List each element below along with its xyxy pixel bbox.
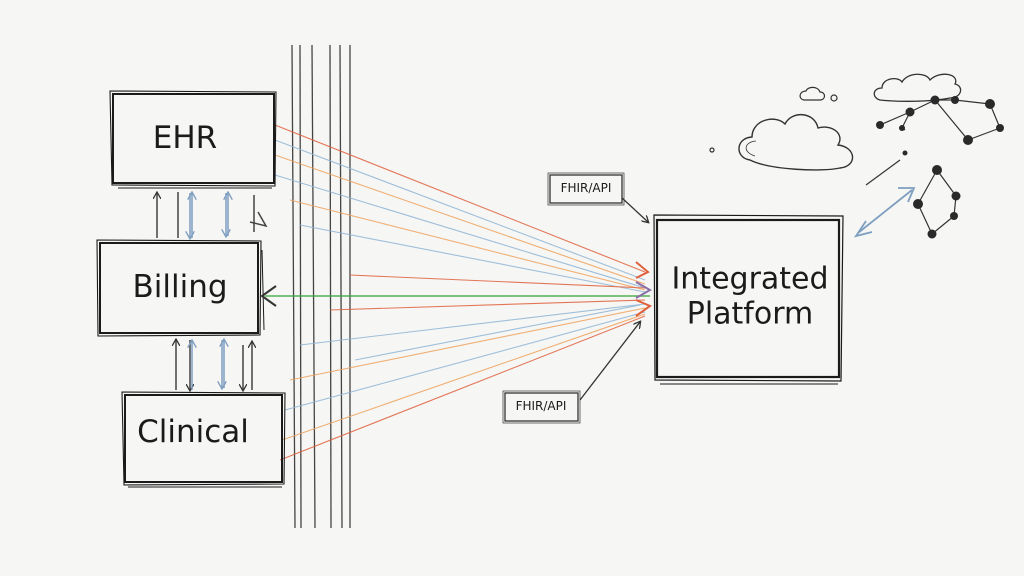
network-nodes (876, 95, 1004, 239)
platform-box-shape (653, 214, 844, 385)
tag-bottom-pointer (579, 322, 640, 401)
tag-top-shape (547, 172, 625, 206)
fhir-api-tag-bottom: FHIR/API (515, 399, 567, 414)
cloud-link-arrow (853, 187, 916, 238)
cloud-large (738, 114, 854, 171)
clinical-label: Clinical (137, 414, 249, 451)
clinical-box-shape (121, 391, 286, 488)
platform-label-line2: Platform (686, 296, 814, 331)
billing-box-shape (96, 239, 265, 337)
platform-label-line1: Integrated (671, 261, 829, 297)
tag-top-pointer (621, 197, 648, 222)
fhir-api-tag-top: FHIR/API (560, 181, 612, 196)
link-arrowheads (635, 261, 653, 317)
platform-label: Integrated Platform (671, 261, 829, 332)
ehr-box-shape (109, 90, 277, 189)
ehr-label: EHR (152, 120, 218, 157)
cloud-small (873, 73, 962, 102)
cloud-tiny (709, 86, 838, 153)
network-graph (865, 99, 1001, 235)
tag-bottom-shape (502, 390, 581, 424)
barrier-lines (291, 44, 351, 529)
ehr-billing-arrows (157, 192, 268, 238)
billing-clinical-arrows (176, 340, 252, 390)
billing-label: Billing (132, 269, 228, 306)
integration-links (265, 124, 650, 461)
billing-inbound-arrow (260, 285, 277, 307)
